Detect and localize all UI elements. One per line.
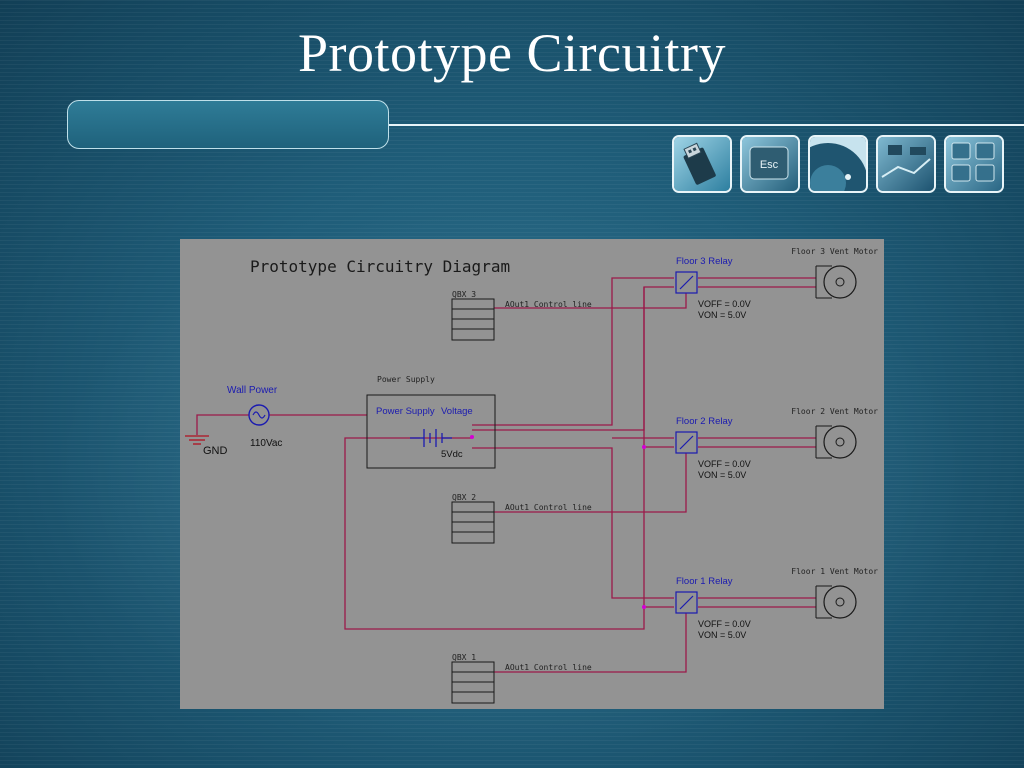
- ground-label: GND: [203, 445, 228, 457]
- wire-qbx3-control: [494, 293, 687, 309]
- title-pill: [67, 100, 389, 149]
- thumbnail-esc-key: Esc: [740, 135, 800, 193]
- qbx-1: QBX 1 AOut1 Control line: [451, 653, 592, 704]
- relay-switch-icon: [675, 431, 698, 454]
- qbx-label: QBX 2: [452, 493, 476, 502]
- battery-icon: [410, 429, 452, 447]
- relay-label: Floor 3 Relay: [676, 256, 733, 267]
- wire-relay1-to-motor1: [698, 597, 816, 608]
- esc-key-label: Esc: [760, 159, 779, 171]
- junction-node: [642, 445, 646, 449]
- qbx-control-line-label: AOut1 Control line: [505, 300, 592, 309]
- keyboard-esc-key-icon: Esc: [742, 137, 798, 191]
- thumbnail-circuit-board: [876, 135, 936, 193]
- wire-supply-bus-top: [472, 277, 674, 426]
- motor-icon: [823, 425, 857, 459]
- power-supply-header: Power Supply: [377, 375, 435, 384]
- qbx-label: QBX 3: [452, 290, 476, 299]
- relay-label: Floor 2 Relay: [676, 416, 733, 427]
- relay-voff: VOFF = 0.0V: [698, 299, 751, 309]
- circuit-board-icon: [878, 137, 934, 191]
- relay-floor-2: Floor 2 Relay VOFF = 0.0V VON = 5.0V: [675, 416, 751, 480]
- thumbnail-usb: [672, 135, 732, 193]
- relay-switch-icon: [675, 271, 698, 294]
- power-supply-param: Voltage: [441, 406, 473, 417]
- circuit-schematic: Prototype Circuitry Diagram GND Wall Pow…: [185, 247, 878, 704]
- wire-gnd-to-source: [196, 414, 249, 435]
- power-supply-name: Power Supply: [376, 406, 435, 417]
- diagram-title: Prototype Circuitry Diagram: [250, 257, 510, 276]
- wall-power-value: 110Vac: [250, 438, 282, 449]
- relay-von: VON = 5.0V: [698, 470, 746, 480]
- relay-switch-icon: [675, 591, 698, 614]
- motor-label: Floor 3 Vent Motor: [791, 247, 878, 256]
- junction-nodes: [470, 435, 646, 609]
- qbx-2: QBX 2 AOut1 Control line: [451, 493, 592, 544]
- wire-bus-to-relay2: [612, 437, 674, 448]
- wire-relay2-to-motor2: [698, 437, 816, 448]
- motor-floor-2: Floor 2 Vent Motor: [791, 407, 878, 459]
- title-rule: [389, 124, 1024, 126]
- junction-node: [470, 435, 474, 439]
- wire-supply-bus-lower: [472, 447, 674, 599]
- qbx-label: QBX 1: [452, 653, 476, 662]
- thumbnail-disc-drive: [808, 135, 868, 193]
- motor-icon: [823, 585, 857, 619]
- motor-floor-1: Floor 1 Vent Motor: [791, 567, 878, 619]
- wire-return-loop: [344, 287, 645, 630]
- junction-node: [642, 605, 646, 609]
- motor-housing: [815, 585, 832, 619]
- thumbnail-keys: [944, 135, 1004, 193]
- ground-icon: [185, 435, 209, 445]
- motor-label: Floor 1 Vent Motor: [791, 567, 878, 576]
- usb-connector-icon: [674, 137, 730, 191]
- motor-floor-3: Floor 3 Vent Motor: [791, 247, 878, 299]
- qbx-control-line-label: AOut1 Control line: [505, 663, 592, 672]
- power-supply-value: 5Vdc: [441, 449, 463, 460]
- relay-voff: VOFF = 0.0V: [698, 619, 751, 629]
- wire-qbx1-control: [494, 613, 687, 673]
- motor-label: Floor 2 Vent Motor: [791, 407, 878, 416]
- relay-floor-1: Floor 1 Relay VOFF = 0.0V VON = 5.0V: [675, 576, 751, 640]
- wires: [196, 277, 816, 673]
- power-supply-box: [366, 394, 496, 469]
- wire-qbx2-control: [494, 453, 687, 513]
- motor-icon: [823, 265, 857, 299]
- relay-floor-3: Floor 3 Relay VOFF = 0.0V VON = 5.0V: [675, 256, 751, 320]
- slide-title: Prototype Circuitry: [298, 23, 726, 83]
- relay-label: Floor 1 Relay: [676, 576, 733, 587]
- circuit-diagram: Prototype Circuitry Diagram GND Wall Pow…: [180, 239, 884, 709]
- motor-housing: [815, 265, 832, 299]
- relay-voff: VOFF = 0.0V: [698, 459, 751, 469]
- disc-drive-icon: [810, 137, 866, 191]
- wire-relay3-to-motor3: [698, 277, 816, 288]
- qbx-control-line-label: AOut1 Control line: [505, 503, 592, 512]
- motor-housing: [815, 425, 832, 459]
- wall-power-label: Wall Power: [227, 385, 278, 396]
- keyboard-keys-icon: [946, 137, 1002, 191]
- relay-von: VON = 5.0V: [698, 310, 746, 320]
- ac-source-icon: [248, 404, 270, 426]
- qbx-3: QBX 3 AOut1 Control line: [451, 290, 592, 341]
- relay-von: VON = 5.0V: [698, 630, 746, 640]
